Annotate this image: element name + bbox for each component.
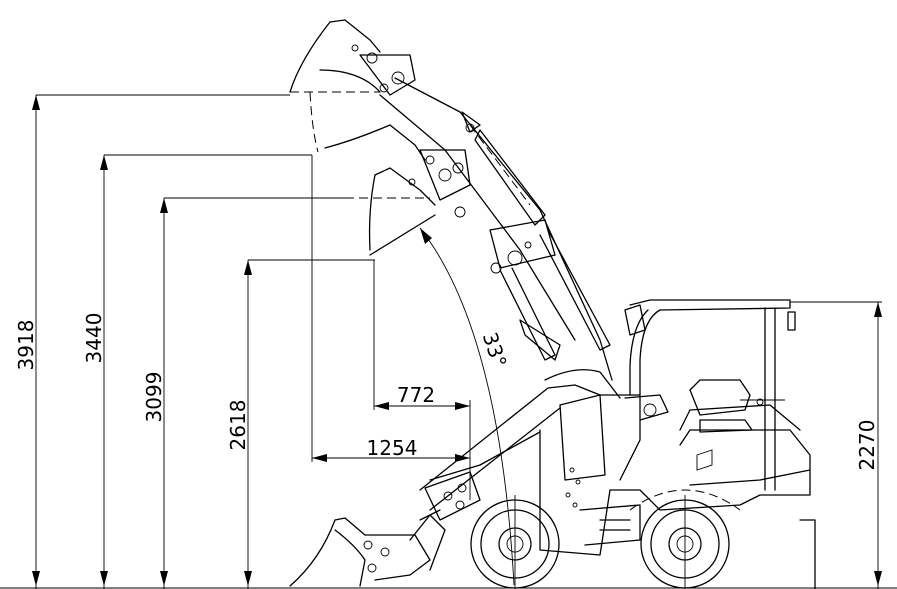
bucket-ground [289, 509, 446, 587]
operator-seat [624, 379, 753, 433]
rear-wheel [629, 489, 741, 589]
rops-canopy [624, 299, 796, 491]
dim-label-2270: 2270 [855, 420, 879, 471]
height-dimension-3099: 3099 [142, 197, 345, 589]
dim-label-1254: 1254 [367, 436, 418, 460]
dim-label-3918: 3918 [14, 320, 38, 371]
dim-label-2618: 2618 [226, 400, 250, 451]
cab-height-dimension: 2270 [790, 301, 882, 589]
dim-label-772: 772 [397, 383, 435, 407]
reach-dimension-1254: 1254 [311, 155, 471, 500]
height-dimension-3918: 3918 [14, 94, 290, 589]
bucket-raised-dump [324, 124, 471, 256]
boom-raised [379, 77, 613, 381]
height-dimension-3440: 3440 [82, 154, 312, 589]
chassis [539, 394, 816, 589]
reach-dimension-772: 772 [373, 260, 470, 410]
boom-lowered [419, 369, 621, 521]
height-dimension-2618: 2618 [226, 259, 375, 589]
dim-label-3099: 3099 [142, 372, 166, 423]
bucket-raised-top [289, 19, 416, 153]
dim-label-3440: 3440 [82, 313, 106, 364]
front-wheel [470, 495, 560, 589]
